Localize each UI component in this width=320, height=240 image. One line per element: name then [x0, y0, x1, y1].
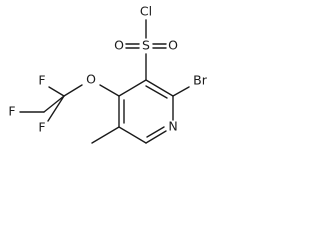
molecule-diagram: Cl S O O Br N O F F F [8, 3, 208, 144]
structure-svg: Cl S O O Br N O F F F [8, 4, 208, 144]
atom-f-left: F [8, 104, 15, 119]
bond-c4-o [99, 84, 120, 97]
atom-o-left: O [114, 38, 124, 53]
atom-f-bottom: F [38, 120, 45, 135]
bond-c2-br [172, 86, 190, 97]
atom-br: Br [193, 73, 208, 88]
bond-c-f-left [43, 95, 65, 113]
bond-o-cf3 [63, 84, 83, 97]
atom-cl: Cl [140, 4, 152, 19]
atom-o-right: O [168, 38, 178, 53]
bond-c6-n [145, 130, 167, 144]
atom-n: N [168, 119, 177, 134]
atom-s: S [142, 38, 150, 53]
atom-o-ether: O [86, 72, 96, 87]
bond-c3-c4 [118, 79, 147, 97]
bond-c2-c3-inner [145, 85, 168, 99]
atom-labels: Cl S O O Br N O F F F [8, 4, 207, 135]
bond-c-f-top [48, 86, 65, 97]
bond-c6-n-inner [146, 126, 165, 138]
bonds [43, 19, 190, 144]
bond-c5-c6 [118, 126, 147, 144]
bond-c5-methyl [91, 126, 120, 144]
atom-f-top: F [38, 73, 45, 88]
bond-c2-c3 [145, 79, 174, 97]
bond-c-f-bottom [47, 95, 65, 122]
